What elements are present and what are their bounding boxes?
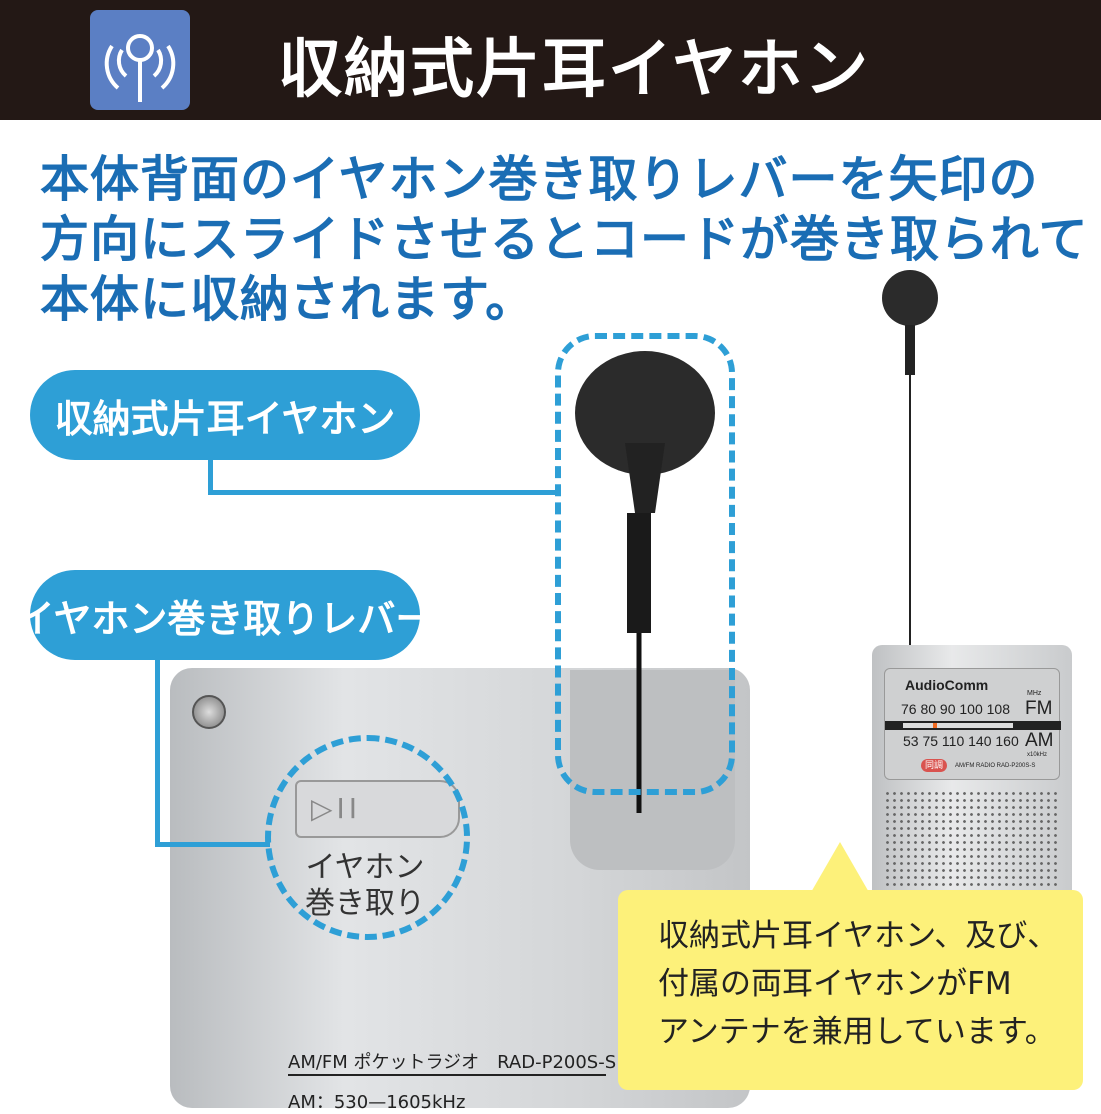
label-earphone: 収納式片耳イヤホン	[30, 370, 420, 460]
lead-line-3: 本体に収納されます。	[40, 271, 536, 328]
tuning-bar	[885, 721, 1061, 730]
connector-line	[208, 490, 558, 495]
product-label: AM/FM ポケットラジオ RAD-P200S-S	[288, 1052, 617, 1073]
callout-line-2: 付属の両耳イヤホンがFM	[658, 966, 1012, 1002]
lead-line-2: 方向にスライドさせるとコードが巻き取られて	[40, 211, 1089, 268]
earphone-highlight	[555, 333, 735, 795]
callout-line-1: 収納式片耳イヤホン、及び、	[658, 918, 1059, 954]
attached-earphone-image	[882, 270, 938, 650]
callout-pointer	[810, 842, 870, 894]
spec-label: AM：530—1605kHz	[288, 1092, 466, 1113]
fm-scale: 76 80 90 100 108	[901, 701, 1010, 717]
brand-logo: AudioComm	[905, 677, 989, 693]
label-lever: イヤホン巻き取りレバー	[17, 570, 433, 660]
model-label: AM/FM RADIO RAD-P200S-S	[955, 763, 1036, 769]
page-title: 収納式片耳イヤホン	[278, 33, 871, 107]
screw-icon	[192, 695, 226, 729]
am-band: AM	[1025, 730, 1054, 751]
label-divider	[288, 1074, 606, 1076]
lead-line-1: 本体背面のイヤホン巻き取りレバーを矢印の	[40, 151, 1039, 208]
connector-line	[208, 455, 213, 495]
tune-badge: 同調	[921, 759, 948, 772]
am-scale: 53 75 110 140 160	[903, 733, 1019, 749]
lever-highlight	[265, 735, 470, 940]
callout-line-3: アンテナを兼用しています。	[658, 1014, 1056, 1050]
earphone-signal-icon	[90, 10, 190, 110]
connector-line	[155, 655, 160, 845]
fm-unit: MHz	[1027, 690, 1042, 697]
antenna-callout: 収納式片耳イヤホン、及び、 付属の両耳イヤホンがFM アンテナを兼用しています。	[618, 890, 1083, 1090]
tuning-panel: AudioComm 76 80 90 100 108 MHz FM 53 75 …	[884, 668, 1061, 780]
speaker-grille	[884, 790, 1060, 900]
fm-band: FM	[1025, 698, 1053, 719]
am-unit: x10kHz	[1027, 752, 1048, 758]
connector-line	[155, 842, 270, 847]
earphone-image	[575, 351, 715, 813]
